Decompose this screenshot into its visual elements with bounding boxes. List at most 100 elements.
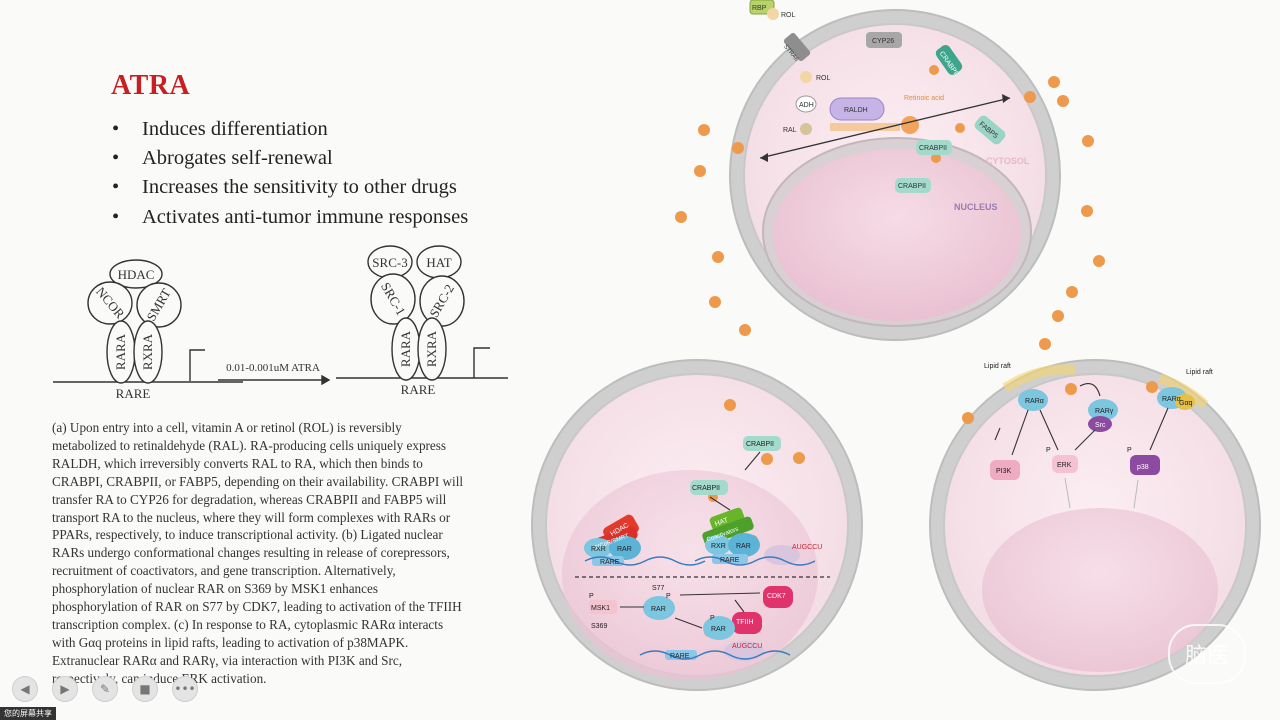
rar-complex-diagram: HDAC NCOR SMRT RARA RXRA RARE 0.01-0.001… xyxy=(53,245,508,401)
p-label-1: P xyxy=(589,593,594,600)
tss-arrow-right xyxy=(473,347,490,378)
more-icon: ••• xyxy=(174,682,196,696)
caption-line: PPARs, respectively, to induce transcrip… xyxy=(52,527,443,543)
augccu-label-2: AUGCCU xyxy=(732,643,762,650)
rare-label-3: RARE xyxy=(670,653,690,660)
camera-button[interactable]: ■ xyxy=(132,676,158,702)
src3-label: SRC-3 xyxy=(372,255,407,270)
ncor-shape xyxy=(87,281,133,325)
atra-dose-label: 0.01-0.001uM ATRA xyxy=(226,362,320,374)
hat-b-label: HAT xyxy=(714,517,730,528)
caption-line: (a) Upon entry into a cell, vitamin A or… xyxy=(52,420,402,435)
play-icon: ▶ xyxy=(60,682,70,696)
rara-c-label-2: RARα xyxy=(1162,396,1181,403)
p-label-2: P xyxy=(666,593,671,600)
pi3k-label: PI3K xyxy=(996,468,1012,475)
rxr-label-1: RXR xyxy=(591,546,606,553)
nucleus-label: NUCLEUS xyxy=(954,202,998,212)
tfiih-label: TFIIH xyxy=(736,619,754,626)
bullet-item: Induces differentiation xyxy=(110,115,468,144)
augccu-label-1: AUGCCU xyxy=(792,544,822,551)
rar-label-1: RAR xyxy=(617,546,632,553)
rarg-label: RARγ xyxy=(1095,408,1114,415)
s369-label: S369 xyxy=(591,623,607,630)
caption-line: transport RA to the nucleus, where they … xyxy=(52,509,451,525)
presentation-toolbar: ◀ ▶ ✎ ■ ••• xyxy=(12,676,198,702)
rare-label-right: RARE xyxy=(401,382,436,397)
retinoic-acid-label: Retinoic acid xyxy=(904,95,944,102)
caption-line: Extranuclear RARα and RARγ, via interact… xyxy=(52,652,403,668)
msk1-label: MSK1 xyxy=(591,605,610,612)
cell-a: RBP ROL STRA6 ROL ADH RAL RALDH CYP26 CR… xyxy=(675,0,1105,350)
rara-label-left: RARA xyxy=(113,333,128,370)
hdac-label: HDAC xyxy=(118,267,155,282)
ral-label: RAL xyxy=(783,127,797,134)
cdk7-label: CDK7 xyxy=(767,593,786,600)
rol-top-label: ROL xyxy=(781,12,796,19)
caption-line: recruitment of coactivators, and gene tr… xyxy=(52,563,396,579)
caption-line: RARs undergo conformational changes resu… xyxy=(52,545,450,561)
crabpii-top-label: CRABPII xyxy=(746,441,774,448)
crabpii-mid-label: CRABPII xyxy=(692,485,720,492)
pen-icon: ✎ xyxy=(99,682,111,696)
caption-line: RALDH, which irreversibly converts RAL t… xyxy=(52,455,423,471)
rar-label-4: RAR xyxy=(711,626,726,633)
src1-shape xyxy=(370,273,416,325)
lipid-raft-right-label: Lipid raft xyxy=(1186,369,1213,376)
bullet-list: Induces differentiation Abrogates self-r… xyxy=(110,115,468,232)
caption-line: metabolized to retinaldehyde (RAL). RA-p… xyxy=(52,437,447,453)
adh-label: ADH xyxy=(799,102,814,109)
rare-label-left: RARE xyxy=(116,386,151,401)
caption-line: transfer RA to CYP26 for degradation, wh… xyxy=(52,491,447,507)
hat-label: HAT xyxy=(426,255,451,270)
previous-slide-button[interactable]: ◀ xyxy=(12,676,38,702)
rbp-label: RBP xyxy=(752,5,767,12)
lipid-raft-left-label: Lipid raft xyxy=(984,363,1011,370)
caption-line: transcription complex. (c) In response t… xyxy=(52,616,444,632)
rol-label: ROL xyxy=(816,75,831,82)
rxr-label-2: RXR xyxy=(711,543,726,550)
slide-title: ATRA xyxy=(111,70,191,101)
caption-line: CRABPI, CRABPII, or FABP5, depending on … xyxy=(52,473,464,489)
rar-label-2: RAR xyxy=(736,543,751,550)
rxra-label-left: RXRA xyxy=(140,333,155,370)
camera-icon: ■ xyxy=(139,682,151,696)
src-label: Src xyxy=(1095,422,1106,429)
cell-c: Lipid raft Lipid raft RARα RARγ Src RARα… xyxy=(929,359,1261,691)
rara-c-label-1: RARα xyxy=(1025,398,1044,405)
cytosol-label: CYTOSOL xyxy=(986,156,1030,166)
crabpii-label-2: CRABPII xyxy=(898,183,926,190)
rxra-label-right: RXRA xyxy=(424,330,439,367)
cell-b: CRABPII CRABPII HDAC NCoR/SMRT RXR RAR R… xyxy=(531,359,863,691)
caption-line: phosphorylation of RAR on S77 by CDK7, l… xyxy=(52,599,462,615)
rxra-shape-right xyxy=(417,317,447,381)
p-p38-label: P xyxy=(1127,447,1132,454)
watermark-logo: 脑医 xyxy=(1168,624,1246,684)
p-label-3: P xyxy=(710,615,715,622)
pen-tool-button[interactable]: ✎ xyxy=(92,676,118,702)
rare-label-2: RARE xyxy=(720,557,740,564)
erk-label: ERK xyxy=(1057,462,1072,469)
smrt-shape xyxy=(136,282,182,328)
chevron-left-icon: ◀ xyxy=(20,682,30,696)
caption-line: with Gαq proteins in lipid rafts, leadin… xyxy=(52,634,409,650)
cyp26-label: CYP26 xyxy=(872,38,894,45)
rar-label-3: RAR xyxy=(651,606,666,613)
figure-caption: (a) Upon entry into a cell, vitamin A or… xyxy=(52,419,514,688)
atra-arrowhead xyxy=(321,374,331,386)
rxra-shape-left xyxy=(133,320,163,384)
s77-label: S77 xyxy=(652,585,665,592)
gaq-label: Gαq xyxy=(1179,400,1192,407)
rare-label-1: RARE xyxy=(600,559,620,566)
caption-line: phosphorylation of nuclear RAR on S369 b… xyxy=(52,581,378,597)
p-erk-label: P xyxy=(1046,447,1051,454)
screen-share-badge: 您的屏幕共享 xyxy=(0,707,56,720)
bullet-item: Activates anti-tumor immune responses xyxy=(110,203,468,232)
raldh-label: RALDH xyxy=(844,107,868,114)
more-options-button[interactable]: ••• xyxy=(172,676,198,702)
play-button[interactable]: ▶ xyxy=(52,676,78,702)
p38-label: p38 xyxy=(1137,464,1149,471)
hdac-shape xyxy=(109,259,163,289)
